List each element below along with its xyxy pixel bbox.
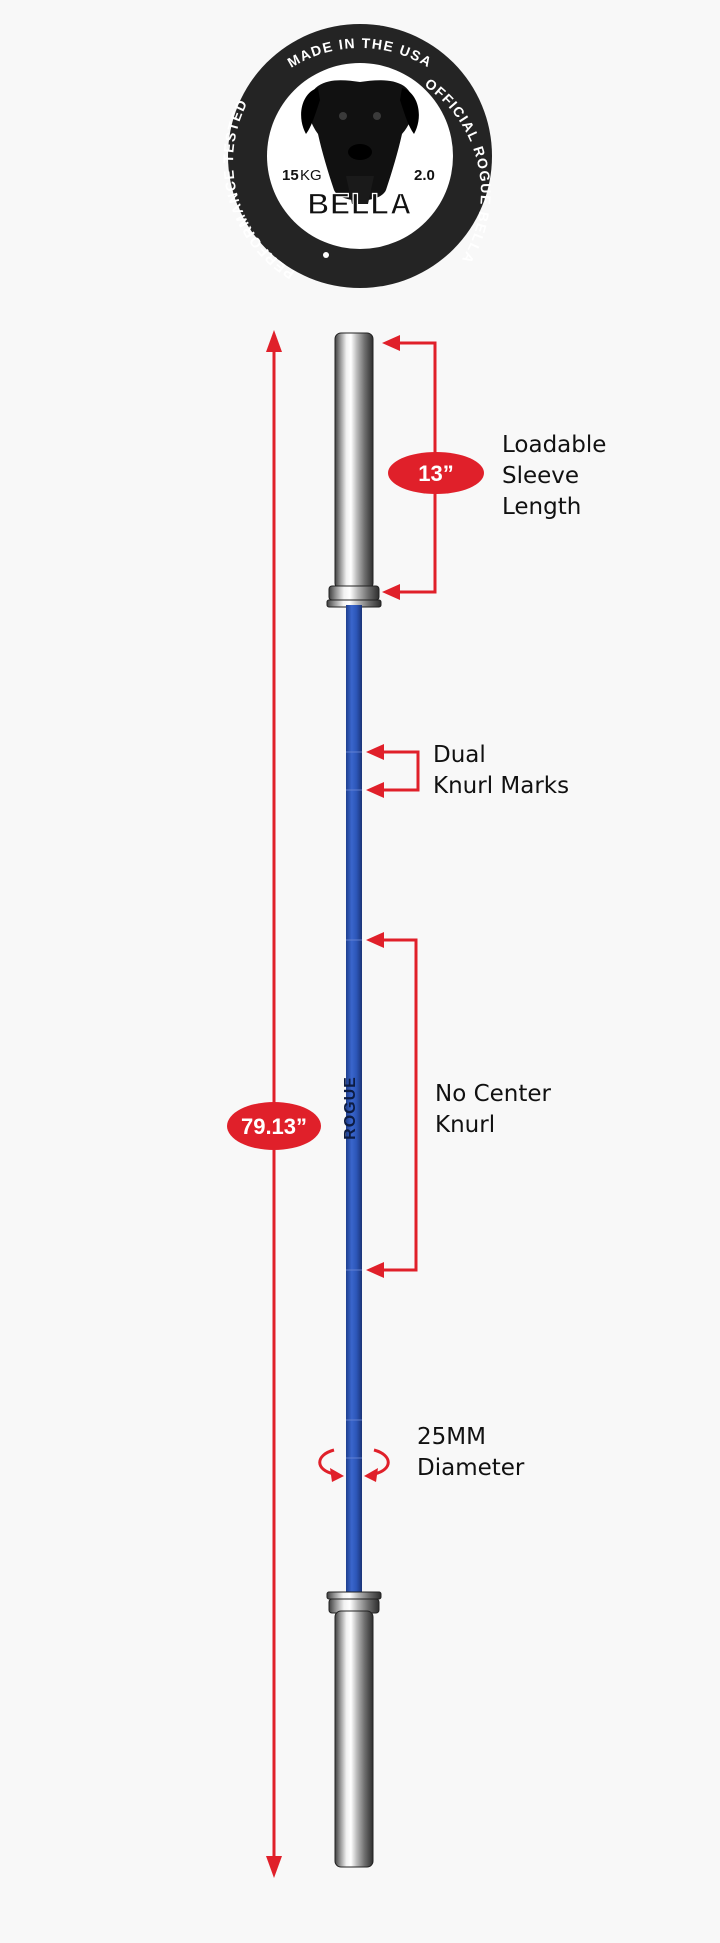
diameter-arrow-left [330,1468,344,1482]
center-arrow-top [366,932,384,948]
badge-version: 2.0 [414,167,435,184]
sleeve-arrow-top [382,335,400,351]
badge-weight-unit: KG [300,167,322,184]
sleeve-arrow-bottom [382,584,400,600]
badge-bella-wordmark: BELLA [308,188,413,221]
bar-shaft [346,605,362,1592]
diameter-arrow-right [364,1468,378,1482]
diameter-rotation-right [373,1448,390,1476]
sleeve-length-value: 13” [418,461,453,486]
diameter-rotation-left [318,1448,335,1476]
knurl-marks-bracket [378,750,420,792]
badge-weight-number: 15 [282,167,299,184]
center-knurl-bracket [378,938,418,1272]
knurl-marks-label: Dual Knurl Marks [433,742,570,799]
badge-ring-dot [323,252,329,258]
top-sleeve [334,332,374,590]
barbell: ROGUE [326,332,382,1868]
knurl-arrow-top [366,744,384,760]
sleeve-length-label: Loadable Sleeve Length [502,432,607,520]
overall-arrow-top [266,330,282,352]
overall-length-pill: 79.13” [227,1102,321,1150]
overall-length-value: 79.13” [241,1114,307,1139]
knurl-mark-lines [346,751,362,1459]
bottom-sleeve [334,1610,374,1868]
sleeve-length-pill: 13” [388,452,484,494]
bottom-collar-flange [326,1591,382,1600]
center-knurl-label: No Center Knurl [435,1081,551,1138]
center-arrow-bottom [366,1262,384,1278]
overall-arrow-bottom [266,1856,282,1878]
dog-portrait-icon [301,80,419,214]
dimension-arrowheads [266,330,400,1878]
knurl-arrow-bottom [366,782,384,798]
shaft-rogue-logo: ROGUE [342,1076,359,1140]
bella-badge: MADE IN THE USA THE OFFICIAL ROGUE BELLA… [0,0,493,288]
top-collar [328,585,380,601]
diameter-label: 25MM Diameter [417,1424,525,1481]
